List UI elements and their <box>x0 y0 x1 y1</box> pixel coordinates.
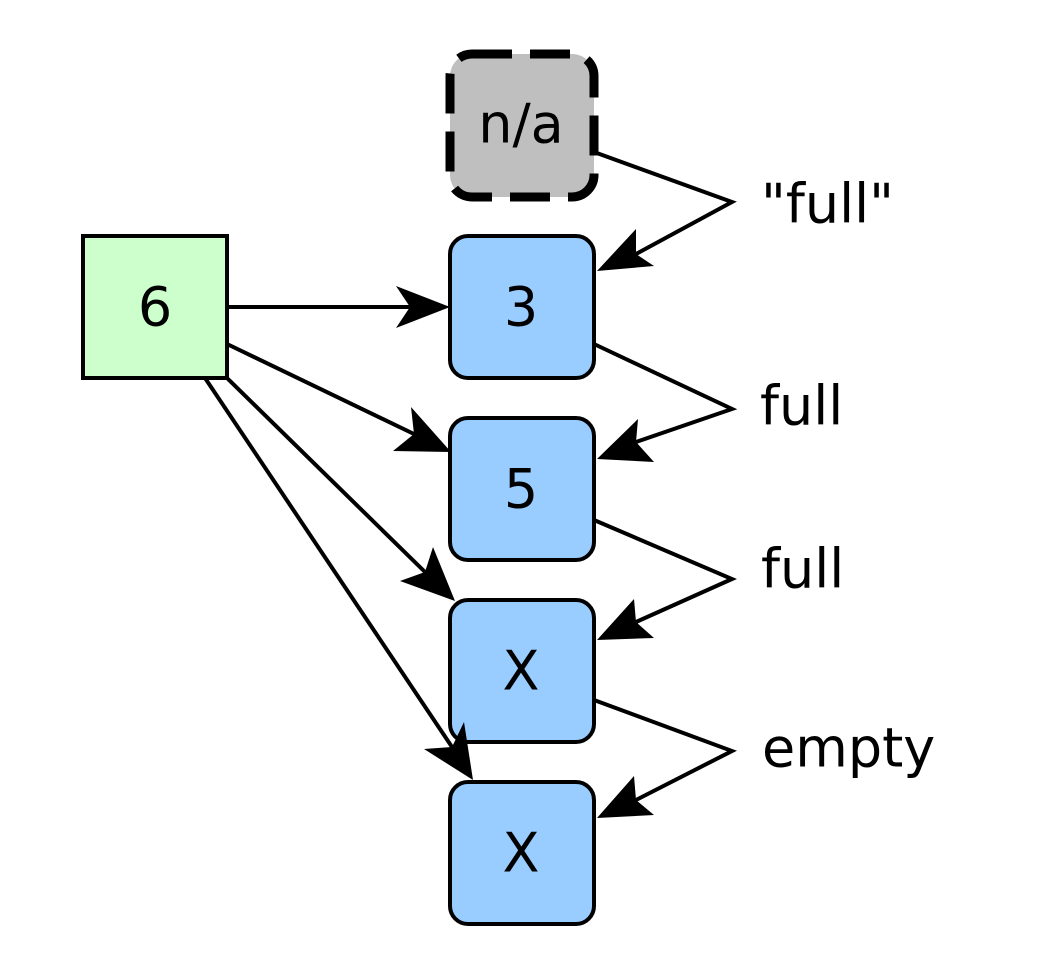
chain-edges <box>593 150 738 818</box>
chain-labels: "full" full full empty <box>760 173 935 780</box>
placeholder-node: n/a <box>445 49 599 202</box>
source-node-label: 6 <box>138 276 172 339</box>
slot-node-2-box <box>448 416 596 562</box>
chain-label-4: empty <box>762 717 935 780</box>
chain-label-2: full <box>760 375 843 438</box>
arrowhead-source-to-slot-1 <box>396 286 450 328</box>
chain-edge-slot-2-to-slot-3 <box>593 518 737 624</box>
arrowhead-slot-2-to-slot-3 <box>597 599 654 640</box>
arrowhead-placeholder-to-slot-1 <box>597 229 654 271</box>
arrowhead-source-to-slot-3 <box>400 547 455 601</box>
slot-node-4-box <box>448 780 596 926</box>
slot-node-4-label: X <box>503 822 540 885</box>
edge-source-to-slot-3 <box>225 376 427 574</box>
arrowhead-slot-1-to-slot-2 <box>597 419 654 462</box>
source-edges <box>203 286 473 780</box>
chain-edge-slot-3-to-slot-4 <box>593 698 737 802</box>
source-node-box <box>81 234 229 380</box>
edge-source-to-slot-2 <box>226 342 415 436</box>
arrowhead-source-to-slot-4 <box>424 722 473 780</box>
slot-node-1-label: 3 <box>504 276 538 339</box>
arrowhead-slot-3-to-slot-4 <box>597 776 654 818</box>
slot-node-4: X <box>448 780 596 926</box>
placeholder-node-box <box>445 49 599 202</box>
chain-label-3: full <box>761 538 844 601</box>
chain-edge-slot-1-to-slot-2 <box>593 342 738 444</box>
edge-source-to-slot-4 <box>203 376 454 749</box>
chain-edge-placeholder-to-slot-1 <box>593 150 737 256</box>
chain-label-1: "full" <box>761 173 894 236</box>
slot-node-3-label: X <box>503 640 540 703</box>
source-node: 6 <box>81 234 229 380</box>
slot-node-2: 5 <box>448 416 596 562</box>
slot-node-3-box <box>448 598 596 744</box>
placeholder-node-label: n/a <box>478 93 564 156</box>
slot-node-2-label: 5 <box>504 458 538 521</box>
slot-node-1: 3 <box>448 234 596 380</box>
arrowhead-source-to-slot-2 <box>393 407 451 452</box>
slot-node-3: X <box>448 598 596 744</box>
